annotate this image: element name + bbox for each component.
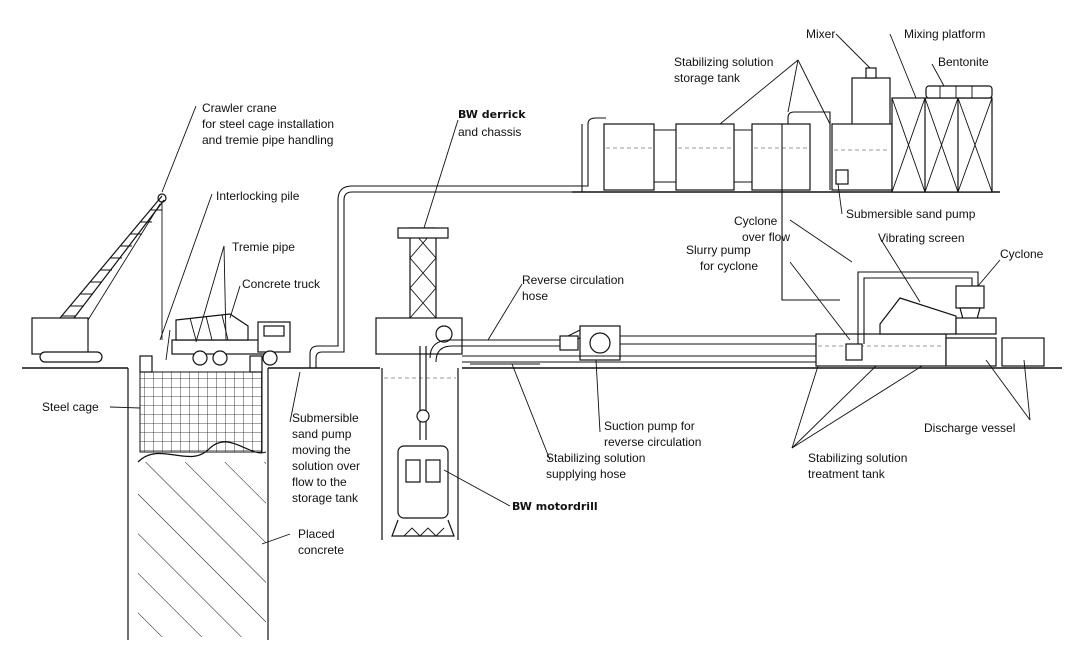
- label-cyclone-overflow: Cyclone over flow: [734, 214, 790, 244]
- svg-text:and chassis: and chassis: [458, 125, 521, 139]
- concrete-truck: [165, 313, 291, 366]
- svg-text:Cyclone: Cyclone: [734, 214, 778, 228]
- label-placed-concrete: Placed concrete: [298, 527, 344, 557]
- svg-text:over flow: over flow: [742, 230, 790, 244]
- svg-text:sand pump: sand pump: [292, 427, 352, 441]
- bw-derrick: [375, 227, 463, 355]
- mixing-platform: [891, 97, 993, 193]
- label-interlocking-pile: Interlocking pile: [216, 189, 300, 203]
- svg-text:moving the: moving the: [292, 443, 351, 457]
- label-tremie-pipe: Tremie pipe: [232, 240, 295, 254]
- label-submersible-sand-pump: Submersible sand pump: [846, 207, 976, 221]
- svg-text:Stabilizing solution: Stabilizing solution: [674, 55, 773, 69]
- label-mixer: Mixer: [806, 27, 835, 41]
- svg-text:Stabilizing solution: Stabilizing solution: [808, 451, 907, 465]
- svg-text:storage tank: storage tank: [674, 71, 741, 85]
- svg-text:supplying hose: supplying hose: [546, 467, 626, 481]
- svg-text:Reverse circulation: Reverse circulation: [522, 273, 624, 287]
- suction-pump: [559, 325, 621, 361]
- label-treatment-tank: Stabilizing solution treatment tank: [808, 451, 907, 481]
- svg-text:Suction pump for: Suction pump for: [604, 419, 695, 433]
- mixer: [831, 67, 893, 191]
- label-supplying-hose: Stabilizing solution supplying hose: [546, 451, 645, 481]
- svg-text:Placed: Placed: [298, 527, 335, 541]
- svg-text:storage tank: storage tank: [292, 491, 359, 505]
- svg-text:hose: hose: [522, 289, 548, 303]
- label-slurry-pump: Slurry pump for cyclone: [686, 243, 758, 273]
- label-concrete-truck: Concrete truck: [242, 277, 321, 291]
- label-suction-pump: Suction pump for reverse circulation: [604, 419, 701, 449]
- svg-text:for cyclone: for cyclone: [700, 259, 758, 273]
- svg-text:for steel cage installation: for steel cage installation: [202, 117, 334, 131]
- supply-pipe-to-storage: [309, 117, 606, 368]
- reverse-circulation-hose: [429, 329, 620, 363]
- label-mixing-platform: Mixing platform: [904, 27, 985, 41]
- label-reverse-circulation-hose: Reverse circulation hose: [522, 273, 624, 303]
- svg-text:concrete: concrete: [298, 543, 344, 557]
- steel-cage: [139, 371, 263, 453]
- label-bw-derrick: BW derrick and chassis: [458, 108, 526, 139]
- label-vibrating-screen: Vibrating screen: [878, 231, 965, 245]
- svg-text:Submersible: Submersible: [292, 411, 359, 425]
- label-storage-tank: Stabilizing solution storage tank: [674, 55, 773, 85]
- label-bw-motordrill: BW motordrill: [512, 500, 598, 513]
- svg-text:solution over: solution over: [292, 459, 360, 473]
- cyclone-unit: [955, 285, 997, 335]
- bw-motordrill: [391, 409, 455, 537]
- bentonite-bags: [925, 85, 993, 99]
- svg-text:Stabilizing solution: Stabilizing solution: [546, 451, 645, 465]
- label-submersible-pump-overflow: Submersible sand pump moving the solutio…: [292, 411, 360, 505]
- main-return-pipes: [462, 335, 850, 363]
- svg-text:Crawler crane: Crawler crane: [202, 101, 277, 115]
- label-discharge-vessel: Discharge vessel: [924, 421, 1015, 435]
- svg-text:reverse circulation: reverse circulation: [604, 435, 701, 449]
- svg-text:BW derrick: BW derrick: [458, 108, 526, 121]
- discharge-vessels: [945, 337, 1045, 367]
- svg-text:treatment tank: treatment tank: [808, 467, 886, 481]
- treatment-tanks: [815, 271, 979, 367]
- label-crawler-crane: Crawler crane for steel cage installatio…: [202, 101, 334, 147]
- svg-text:flow to the: flow to the: [292, 475, 347, 489]
- label-steel-cage: Steel cage: [42, 400, 99, 414]
- svg-text:Slurry pump: Slurry pump: [686, 243, 751, 257]
- vibrating-screen: [879, 297, 957, 335]
- label-bentonite: Bentonite: [938, 55, 989, 69]
- label-cyclone: Cyclone: [1000, 247, 1044, 261]
- drill-shaft: [381, 346, 459, 540]
- svg-text:and tremie pipe handling: and tremie pipe handling: [202, 133, 333, 147]
- placed-concrete-pile: [127, 355, 269, 640]
- crawler-crane: [31, 193, 167, 363]
- storage-tanks: [603, 111, 840, 301]
- leader-lines: [109, 33, 1031, 545]
